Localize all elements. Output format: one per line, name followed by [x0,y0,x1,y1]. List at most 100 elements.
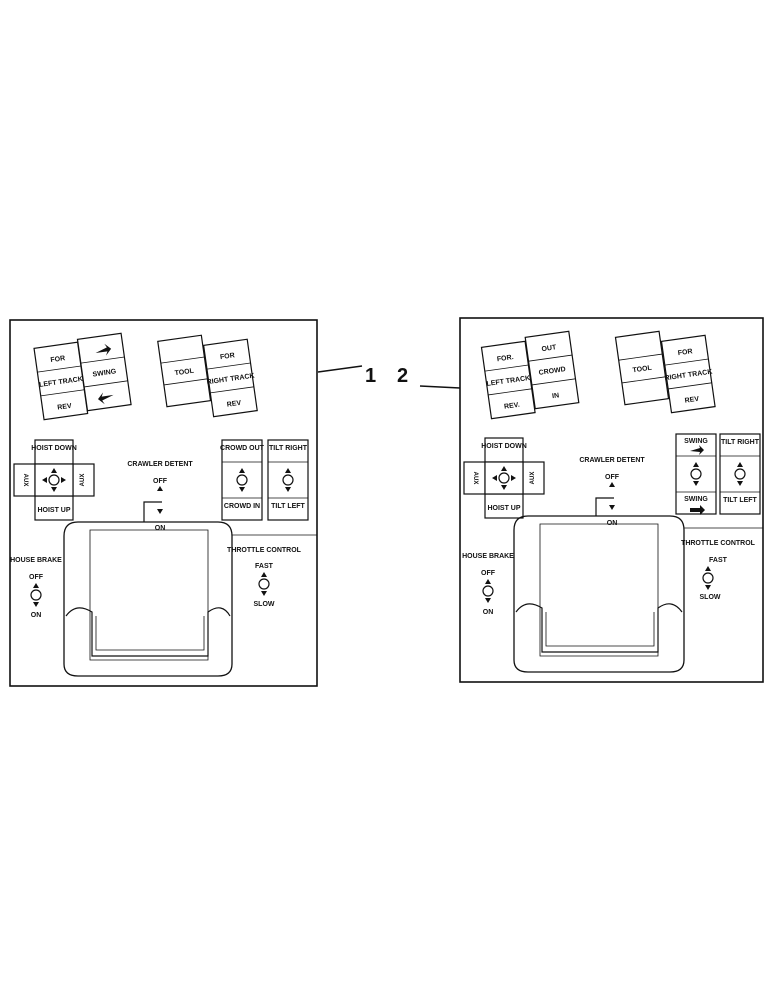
callout-1: 1 [365,365,376,387]
p2-left-track-switch: FOR. LEFT TRACK REV. [480,340,536,420]
p1-hoist-joystick: HOIST DOWN HOIST UP AUX AUX [13,439,95,521]
p1-crawler-up-arrow-icon [157,486,163,491]
p1-crowd-in: CROWD IN [224,503,260,510]
p2-tilt-right: TILT RIGHT [721,439,760,446]
p2-crawler-lever-icon [595,497,614,516]
p2-swing-arrows-icon [693,462,699,486]
p1-swing-left-arrow-icon [95,343,112,356]
p1-throttle-up-icon [261,572,267,577]
p1-left-track-rev: REV [57,403,73,412]
p2-crawler-off: OFF [605,474,620,481]
p2-house-brake-title: HOUSE BRAKE [462,553,514,560]
p1-tilt-knob-icon [282,474,294,486]
p2-left-track-for: FOR. [497,354,515,363]
p2-crowd-out: OUT [541,344,557,353]
p2-aux-left: AUX [472,472,478,485]
p1-throttle-slow: SLOW [254,601,275,608]
p1-tilt-arrows-icon [285,468,291,492]
p1-tool-label: TOOL [174,368,195,378]
p1-crowd-out: CROWD OUT [220,445,265,452]
p1-crawler-on: ON [155,525,166,532]
p1-throttle-control: THROTTLE CONTROL FAST SLOW [227,547,302,608]
p2-aux-right: AUX [530,472,536,485]
p1-left-track-for: FOR [50,355,66,364]
p1-crowd-arrows-icon [239,468,245,492]
p2-crowd-label: CROWD [538,366,566,377]
p1-crowd-switch: CROWD OUT CROWD IN [220,439,265,521]
p1-aux-right: AUX [80,474,86,487]
p1-crawler-off: OFF [153,478,168,485]
p1-hoist-down: HOIST DOWN [31,445,77,452]
p1-crawler-lever-icon [143,501,162,522]
p2-crowd-in: IN [552,392,560,400]
p2-tool-label: TOOL [632,365,653,375]
p1-house-brake: HOUSE BRAKE OFF ON [10,557,62,619]
p2-throttle-fast: FAST [709,557,728,564]
p2-throttle-down-icon [705,585,711,590]
p1-house-brake-up-icon [33,583,39,588]
p1-crowd-knob-icon [236,474,248,486]
control-panel-2: FOR. LEFT TRACK REV. OUT CROWD IN TOOL F… [459,317,764,683]
p1-swing-right-arrow-icon [97,392,114,405]
p2-crawler-down-arrow-icon [609,505,615,510]
p2-crawler-title: CRAWLER DETENT [579,457,645,464]
p1-throttle-down-icon [261,591,267,596]
p2-throttle-slow: SLOW [700,594,721,601]
p2-house-brake-on: ON [483,609,494,616]
p2-throttle-up-icon [705,566,711,571]
p2-throttle-knob-icon [702,572,714,584]
p1-throttle-knob-icon [258,578,270,590]
p1-tilt-right: TILT RIGHT [269,445,308,452]
callout-2-leader [419,385,461,389]
p2-crawler-on: ON [607,520,618,527]
p1-crawler-title: CRAWLER DETENT [127,461,193,468]
p2-crawler-up-arrow-icon [609,482,615,487]
p1-throttle-title: THROTTLE CONTROL [227,547,302,554]
p1-crawler-detent: CRAWLER DETENT OFF ON [127,461,193,532]
p1-aux-left: AUX [22,474,28,487]
p1-house-brake-on: ON [31,612,42,619]
p1-hoist-up: HOIST UP [37,507,70,514]
p2-tilt-switch: TILT RIGHT TILT LEFT [719,433,761,515]
p2-house-brake-off: OFF [481,570,496,577]
p2-tool-switch: TOOL [614,330,670,406]
p2-swing-bottom: SWING [684,496,708,503]
p1-left-track-switch: FOR LEFT TRACK REV [33,341,89,421]
p1-hoist-knob-icon [48,474,60,486]
p2-swing-knob-icon [690,468,702,480]
p1-crawler-down-arrow-icon [157,509,163,514]
p1-right-track-rev: REV [226,400,242,409]
p2-hoist-up: HOIST UP [487,505,520,512]
p1-house-brake-down-icon [33,602,39,607]
p2-swing-top-arrow-icon [690,445,704,455]
p2-right-track-for: FOR [677,348,693,357]
p1-house-brake-knob-icon [30,589,42,601]
p2-crowd-switch: OUT CROWD IN [524,330,580,410]
callout-1-leader [317,365,363,373]
p1-seat-outline [63,521,233,677]
p1-swing-switch: SWING [76,332,132,412]
p2-right-track-switch: FOR RIGHT TRACK REV [660,334,716,414]
control-panel-1: FOR LEFT TRACK REV SWING TOOL FOR RIGHT [9,319,318,687]
p2-crawler-detent: CRAWLER DETENT OFF ON [579,457,645,527]
p1-house-brake-title: HOUSE BRAKE [10,557,62,564]
p2-tilt-left: TILT LEFT [723,497,757,504]
p2-right-track-rev: REV [684,396,700,405]
p1-right-track-switch: FOR RIGHT TRACK REV [202,338,258,418]
p2-tilt-knob-icon [734,468,746,480]
p2-house-brake: HOUSE BRAKE OFF ON [462,553,514,616]
callout-2: 2 [397,365,408,387]
p1-swing-label: SWING [92,368,117,378]
p2-hoist-down: HOIST DOWN [481,443,527,450]
p2-house-brake-knob-icon [482,585,494,597]
p2-tilt-arrows-icon [737,462,743,486]
p1-hoist-arrows-icon [42,468,66,492]
p1-house-brake-off: OFF [29,574,44,581]
p2-swing-top: SWING [684,438,708,445]
p2-house-brake-up-icon [485,579,491,584]
p2-throttle-title: THROTTLE CONTROL [681,540,756,547]
p2-throttle-control: THROTTLE CONTROL FAST SLOW [681,540,756,601]
p2-left-track-rev: REV. [504,402,521,411]
p2-swing-bottom-arrow-icon [690,505,705,515]
